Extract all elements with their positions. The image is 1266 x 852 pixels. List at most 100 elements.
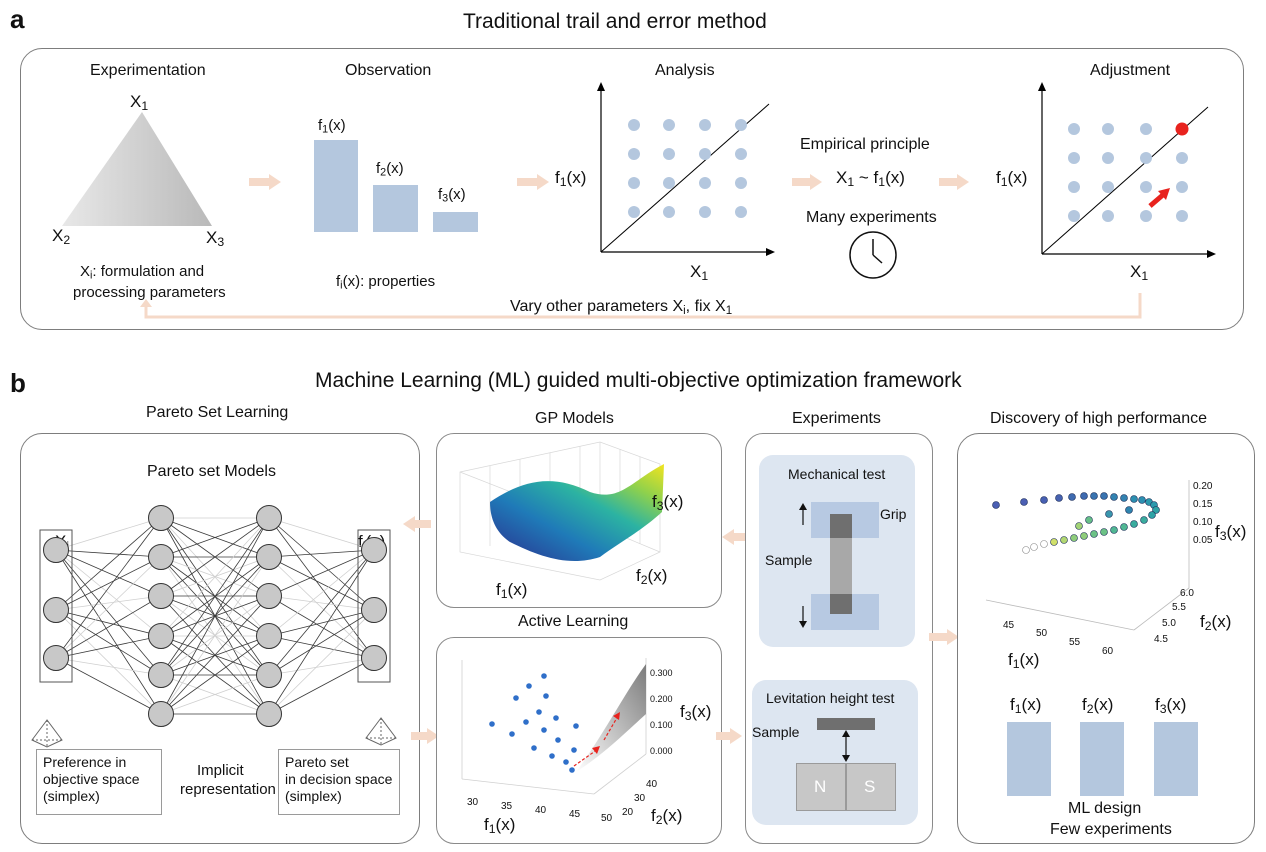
property-bar-1 — [314, 140, 358, 232]
gp-f1-label: f1(x) — [496, 580, 528, 602]
ml-bar-label-f2: f2(x) — [1082, 695, 1114, 717]
flow-arrow-pareto-to-active — [411, 728, 439, 744]
pareto-points — [992, 492, 1160, 554]
magnet-n — [796, 763, 846, 811]
adjustment-ylabel: f1(x) — [996, 168, 1028, 190]
discovery-x-tick: 55 — [1069, 637, 1081, 648]
flow-arrow-1 — [249, 174, 281, 190]
nn-node — [256, 701, 282, 727]
loop-caption: Vary other parameters Xi, fix X1 — [510, 298, 733, 317]
experimentation-caption-1: Xi: formulation and — [80, 263, 205, 282]
active-f3-label: f3(x) — [680, 702, 712, 724]
active-x-tick: 35 — [501, 801, 513, 812]
discovery-x-tick: 45 — [1003, 620, 1015, 631]
nn-layer-box — [357, 529, 391, 683]
sample-top-clamp — [830, 514, 852, 538]
panel-a-title: Traditional trail and error method — [463, 10, 767, 33]
nn-node — [43, 645, 69, 671]
analysis-xlabel: X1 — [690, 262, 709, 284]
ml-design-label: ML design — [1068, 800, 1142, 817]
nn-node — [256, 505, 282, 531]
bar-label-f3: f3(x) — [438, 186, 466, 205]
discovery-f3-label: f3(x) — [1215, 522, 1247, 544]
nn-node — [361, 597, 387, 623]
active-z-tick: 0.300 — [650, 668, 673, 678]
neural-network — [39, 505, 391, 727]
magnet-n-label: N — [814, 777, 827, 796]
property-bar-3 — [433, 212, 478, 232]
discovery-z-ticks: 0.20 0.15 0.10 0.05 — [1193, 478, 1212, 550]
nn-node — [256, 662, 282, 688]
gp-heading: GP Models — [535, 410, 614, 427]
pareto-set-box: Pareto set in decision space (simplex) — [278, 749, 400, 815]
nn-node — [256, 583, 282, 609]
panel-a-frame — [20, 48, 1244, 330]
flow-arrow-3 — [792, 174, 822, 190]
active-f2-label: f2(x) — [651, 806, 683, 828]
discovery-f2-label: f2(x) — [1200, 612, 1232, 634]
nn-node — [148, 505, 174, 531]
analysis-heading: Analysis — [655, 62, 715, 79]
ternary-triangle — [62, 112, 212, 226]
gp-surface — [459, 441, 664, 581]
active-y-tick: 40 — [646, 779, 658, 790]
pareto-inner-heading: Pareto set Models — [147, 463, 276, 480]
vertex-x1: X1 — [130, 92, 149, 114]
active-x-tick: 30 — [467, 797, 479, 808]
gp-f2-label: f2(x) — [636, 566, 668, 588]
nn-layer-box — [39, 529, 73, 683]
discovery-z-tick: 0.20 — [1193, 481, 1213, 492]
discovery-y-tick: 5.0 — [1162, 618, 1176, 629]
levitation-sample-label: Sample — [752, 724, 800, 740]
levitating-sample — [817, 718, 875, 730]
ml-bar-label-f3: f3(x) — [1155, 695, 1187, 717]
nn-node — [148, 623, 174, 649]
loop-arrow — [140, 293, 1142, 319]
panel-a-letter: a — [10, 4, 25, 34]
levitation-test-title: Levitation height test — [766, 690, 895, 706]
flow-arrow-2 — [517, 174, 549, 190]
nn-node — [43, 597, 69, 623]
observation-heading: Observation — [345, 62, 432, 79]
vertex-x2: X2 — [52, 226, 71, 248]
nn-node — [43, 537, 69, 563]
flow-arrow-gp-to-pareto — [403, 516, 431, 532]
clock-icon — [849, 231, 897, 279]
active-y-tick: 30 — [634, 793, 646, 804]
active-z-ticks: 0.300 0.200 0.100 0.000 — [650, 660, 673, 764]
active-frame — [436, 637, 722, 844]
pareto-heading: Pareto Set Learning — [146, 404, 289, 421]
gp-f3-label: f3(x) — [652, 492, 684, 514]
nn-connections — [55, 517, 375, 715]
panel-b-letter: b — [10, 368, 26, 398]
tension-arrow-down — [799, 606, 807, 628]
principle-relation: X1 ~ f1(x) — [836, 168, 905, 190]
ml-bar-label-f1: f1(x) — [1010, 695, 1042, 717]
sample-label: Sample — [765, 552, 813, 568]
ml-bar-3 — [1154, 722, 1198, 796]
discovery-f1-label: f1(x) — [1008, 650, 1040, 672]
experimentation-heading: Experimentation — [90, 62, 206, 79]
observation-caption: fi(x): properties — [336, 273, 436, 292]
magnet-s-label: S — [864, 777, 876, 796]
discovery-x-tick: 50 — [1036, 628, 1048, 639]
active-x-tick: 45 — [569, 809, 581, 820]
discovery-z-tick: 0.05 — [1193, 535, 1213, 546]
mechanical-test-title: Mechanical test — [788, 466, 886, 482]
flow-arrow-exp-to-gp — [722, 529, 748, 545]
tension-arrow-up — [799, 503, 807, 525]
implicit-line-2: representation — [180, 781, 276, 798]
nn-node — [361, 537, 387, 563]
sample-bar — [830, 514, 852, 614]
adjustment-heading: Adjustment — [1090, 62, 1171, 79]
nn-node — [361, 645, 387, 671]
bar-label-f1: f1(x) — [318, 117, 346, 136]
analysis-ylabel: f1(x) — [555, 168, 587, 190]
simplex-icon-right — [365, 717, 397, 746]
active-learning-plot — [461, 658, 647, 795]
preference-box: Preference in objective space (simplex) — [36, 749, 162, 815]
many-experiments: Many experiments — [806, 209, 937, 226]
nn-node — [256, 544, 282, 570]
discovery-heading: Discovery of high performance — [990, 410, 1207, 427]
nn-node — [148, 583, 174, 609]
